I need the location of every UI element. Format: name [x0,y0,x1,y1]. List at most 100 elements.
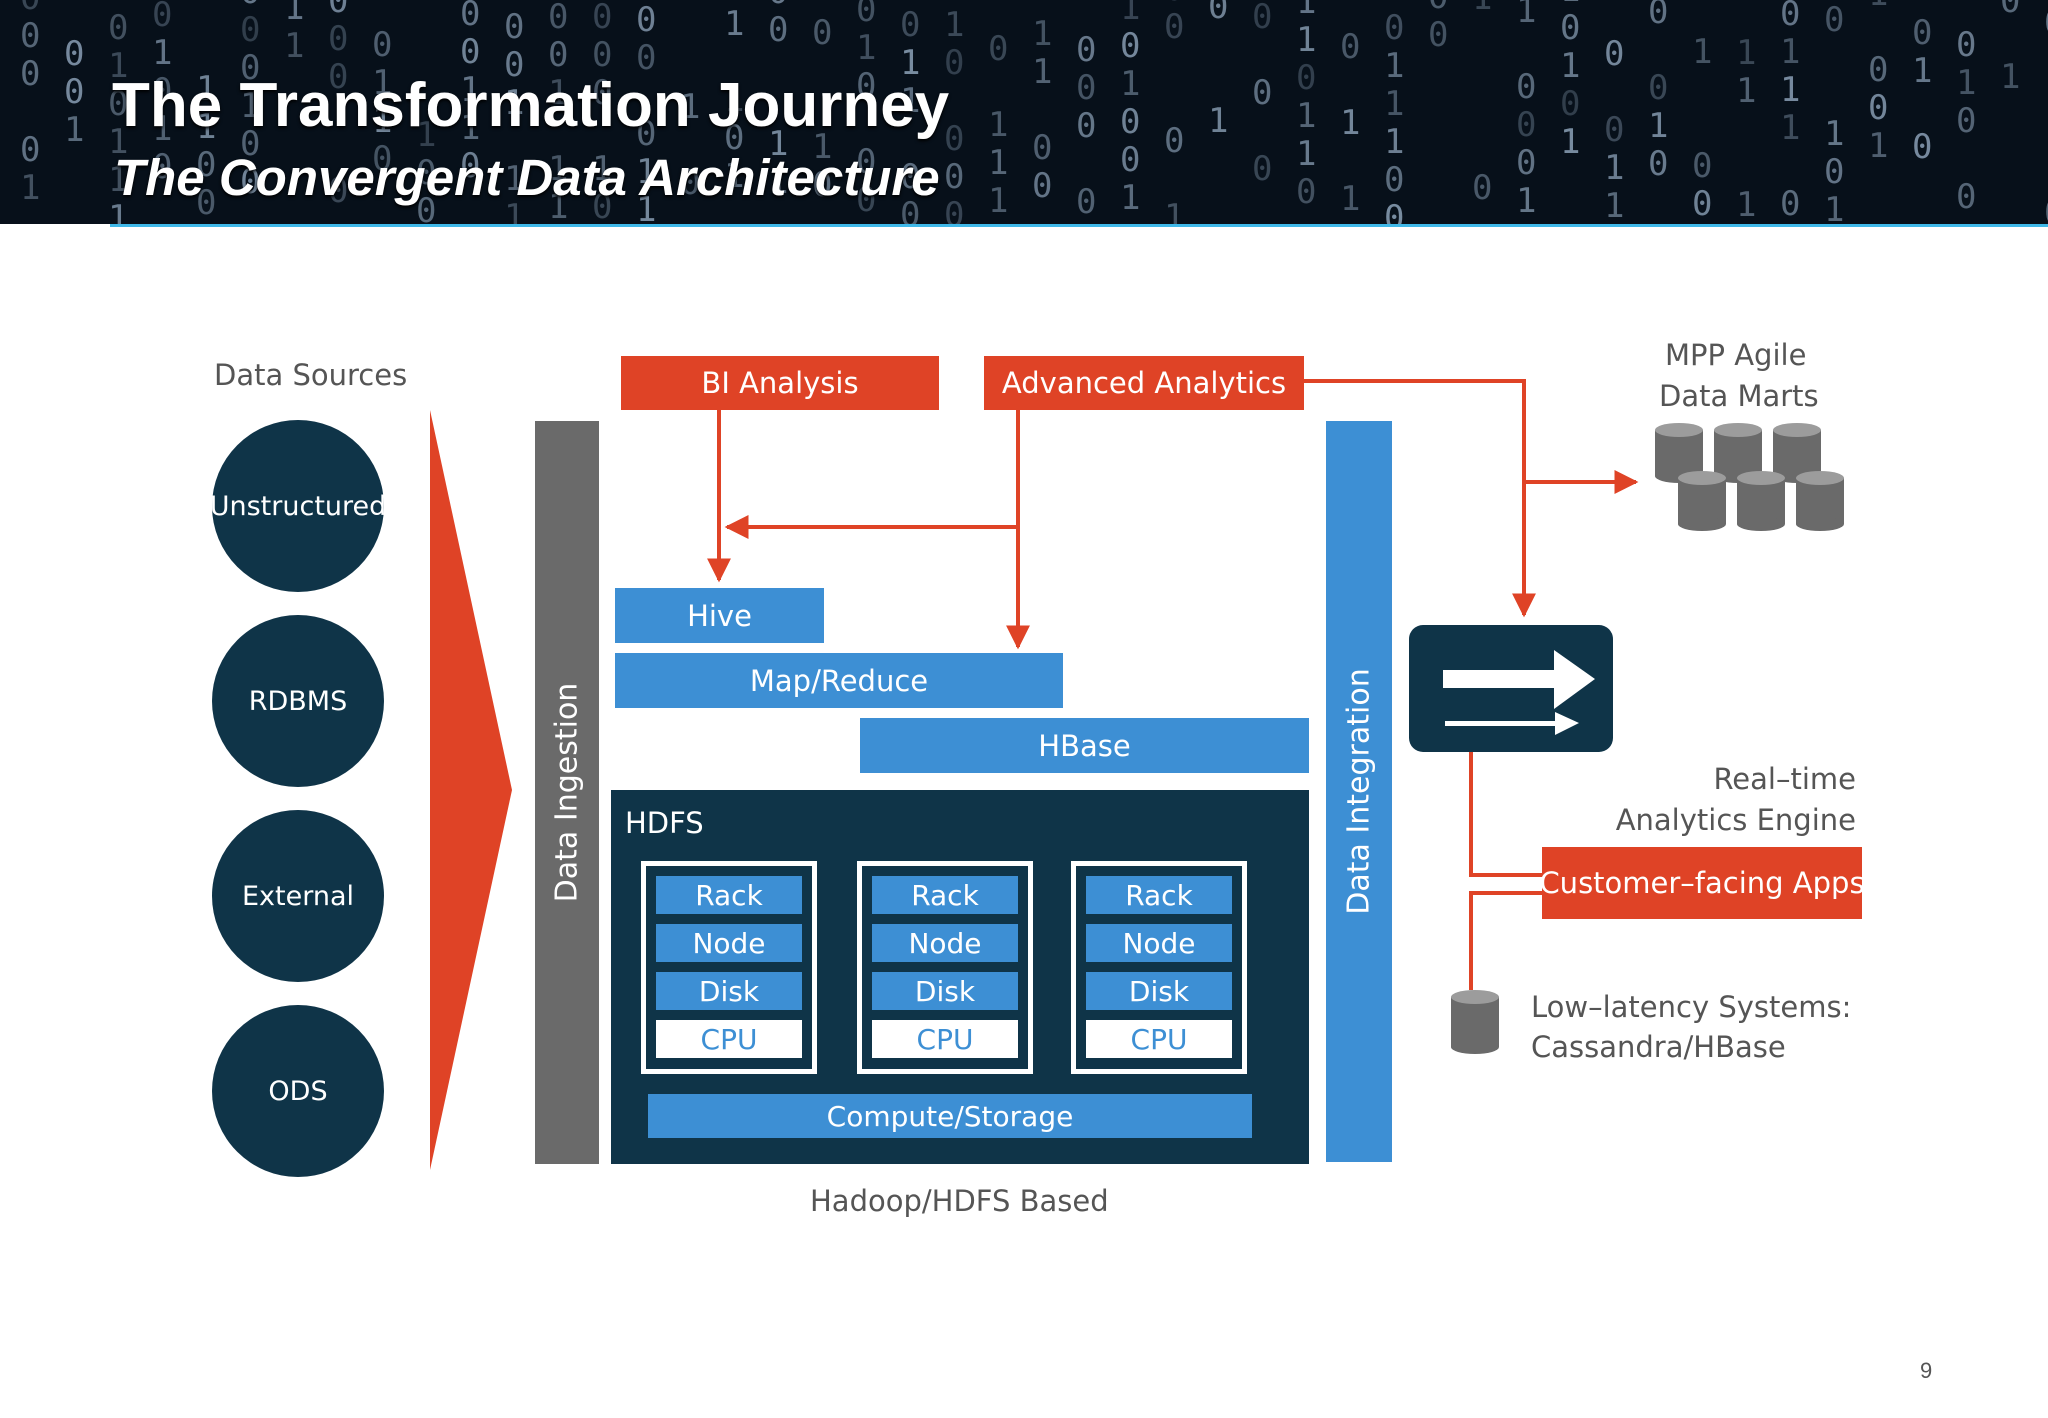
svg-text:0: 0 [856,180,876,220]
svg-text:0: 0 [1384,198,1404,224]
svg-text:0: 0 [1120,140,1140,180]
svg-text:0: 0 [1076,68,1096,108]
svg-text:1: 1 [196,107,216,147]
svg-text:1: 1 [1516,0,1536,31]
hdfs-column-3: Rack Node Disk CPU [1071,861,1247,1074]
svg-text:1: 1 [1648,106,1668,146]
hdfs-column-2: Rack Node Disk CPU [857,861,1033,1074]
svg-text:0: 0 [988,29,1008,69]
svg-text:0: 0 [592,73,612,113]
svg-text:1: 1 [592,149,612,189]
svg-text:0: 0 [1868,88,1888,128]
lowlatency-label-line1: Low–latency Systems: [1531,990,1852,1024]
mpp-label-line2: Data Marts [1659,379,1819,413]
svg-text:0: 0 [856,0,876,30]
svg-text:1: 1 [20,168,40,208]
svg-text:0: 0 [636,114,656,154]
source-rdbms: RDBMS [212,615,384,787]
data-marts-icon [1655,423,1844,531]
svg-text:0: 0 [152,147,172,187]
svg-text:0: 0 [152,71,172,111]
svg-text:0: 0 [548,0,568,37]
svg-text:0: 0 [1428,15,1448,55]
customer-apps-box: Customer–facing Apps [1539,847,1865,919]
node-cell: Node [872,924,1018,962]
svg-text:1: 1 [460,70,480,110]
svg-text:1: 1 [1780,32,1800,72]
svg-text:0: 0 [944,43,964,83]
svg-text:0: 0 [1164,121,1184,161]
svg-text:1: 1 [1296,0,1316,22]
svg-text:1: 1 [1560,46,1580,86]
svg-text:1: 1 [768,162,788,202]
svg-text:1: 1 [1824,190,1844,224]
svg-text:0: 0 [240,10,260,50]
realtime-label-line1: Real–time [1713,762,1856,796]
svg-text:0: 0 [504,45,524,85]
svg-text:1: 1 [1736,185,1756,224]
svg-text:0: 0 [1648,144,1668,184]
svg-text:0: 0 [1252,149,1272,189]
svg-text:0: 0 [636,38,656,78]
svg-text:0: 0 [1824,152,1844,192]
svg-text:0: 0 [460,0,480,34]
header-divider [110,224,2048,227]
svg-text:1: 1 [1780,108,1800,148]
svg-text:0: 0 [812,165,832,205]
svg-text:0: 0 [1164,0,1184,9]
svg-text:0: 0 [592,0,612,37]
source-ods: ODS [212,1005,384,1177]
svg-text:1: 1 [372,101,392,141]
svg-text:1: 1 [152,109,172,149]
svg-text:0: 0 [240,48,260,88]
node-cell: Node [1086,924,1232,962]
svg-text:1: 1 [2000,57,2020,97]
svg-text:1: 1 [108,160,128,200]
hive-box: Hive [615,588,824,643]
svg-text:0: 0 [240,162,260,202]
svg-text:0: 0 [152,0,172,35]
svg-text:0: 0 [1120,26,1140,66]
slide-title: The Transformation Journey [112,71,950,140]
svg-text:0: 0 [592,35,612,75]
svg-text:1: 1 [1296,96,1316,136]
svg-text:0: 0 [900,157,920,197]
svg-text:1: 1 [900,43,920,83]
mapreduce-box: Map/Reduce [615,653,1063,708]
svg-text:1: 1 [724,4,744,44]
svg-text:0: 0 [504,7,524,47]
rack-cell: Rack [656,876,802,914]
svg-text:1: 1 [1516,181,1536,221]
svg-text:1: 1 [1736,33,1756,73]
data-ingestion-label: Data Ingestion [549,682,585,903]
realtime-label-line2: Analytics Engine [1615,803,1856,837]
svg-text:0: 0 [768,10,788,50]
svg-text:1: 1 [1120,64,1140,104]
svg-text:0: 0 [1120,102,1140,142]
svg-text:0: 0 [856,142,876,182]
svg-text:1: 1 [636,152,656,192]
svg-text:1: 1 [988,181,1008,221]
svg-text:0: 0 [1780,0,1800,34]
svg-text:0: 0 [372,25,392,65]
svg-text:0: 0 [1516,143,1536,183]
svg-text:1: 1 [1604,148,1624,188]
svg-text:0: 0 [1648,0,1668,32]
hadoop-label: Hadoop/HDFS Based [810,1184,1109,1218]
svg-text:1: 1 [636,190,656,224]
rack-cell: Rack [1086,876,1232,914]
svg-text:0: 0 [20,0,40,18]
source-external: External [212,810,384,982]
svg-text:0: 0 [372,139,392,179]
svg-text:0: 0 [64,72,84,112]
svg-text:1: 1 [152,33,172,73]
svg-text:1: 1 [724,156,744,196]
svg-text:0: 0 [1648,68,1668,108]
svg-text:1: 1 [64,110,84,150]
svg-text:0: 0 [768,0,788,12]
svg-text:1: 1 [1032,52,1052,92]
svg-text:1: 1 [108,198,128,224]
svg-text:1: 1 [1384,46,1404,86]
svg-text:1: 1 [1780,70,1800,110]
svg-text:1: 1 [900,81,920,121]
